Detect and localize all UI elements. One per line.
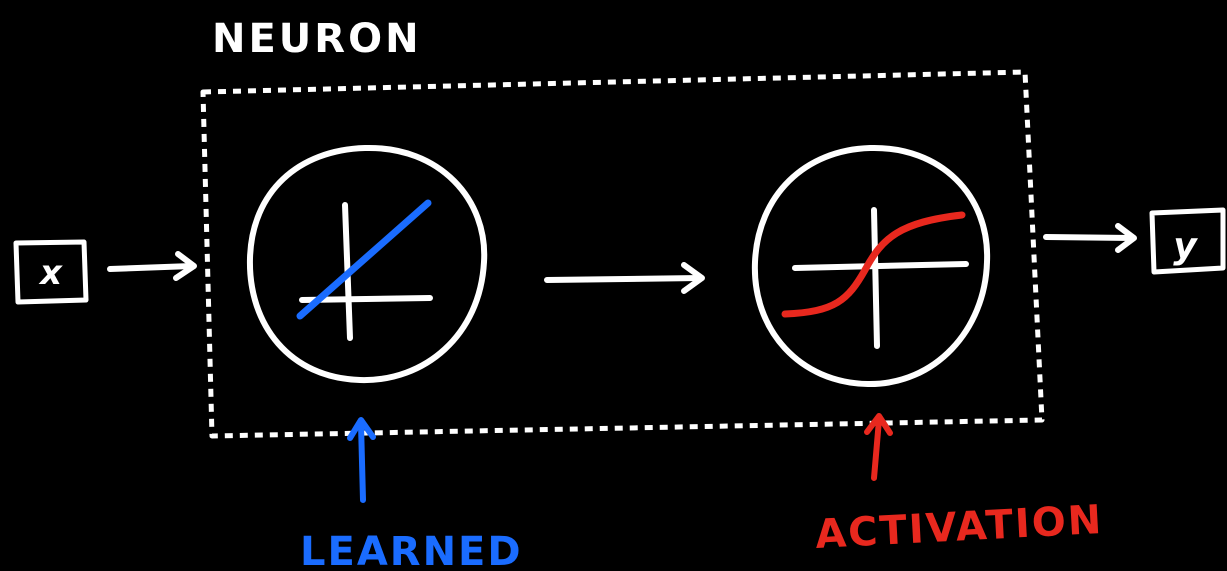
learned-arrow bbox=[358, 421, 366, 503]
activation-node-horizontal-axis bbox=[792, 261, 969, 271]
output-box bbox=[1149, 207, 1226, 275]
activation-node bbox=[751, 144, 991, 388]
sigmoid-curve bbox=[781, 211, 966, 318]
learned-label: LEARNED bbox=[300, 529, 523, 571]
activation-arrowhead bbox=[864, 413, 893, 436]
linear-function-line bbox=[296, 199, 432, 320]
linear-node-circle bbox=[246, 144, 488, 384]
activation-annotation: ACTIVATION bbox=[814, 413, 1104, 558]
arrow-activation-to-output bbox=[1043, 223, 1137, 253]
arrow-input-to-linear bbox=[107, 251, 197, 281]
arrow-linear-to-activation bbox=[544, 262, 705, 294]
neuron-boundary bbox=[200, 69, 1045, 439]
learned-annotation: LEARNED bbox=[300, 417, 523, 571]
output-label: y bbox=[1173, 226, 1198, 267]
diagram-title: NEURON bbox=[212, 16, 422, 62]
activation-node-circle bbox=[751, 144, 991, 388]
learned-arrowhead bbox=[347, 417, 376, 441]
input-box bbox=[13, 239, 89, 305]
activation-label: ACTIVATION bbox=[814, 497, 1104, 558]
activation-arrow bbox=[871, 417, 882, 481]
linear-node bbox=[246, 144, 488, 384]
input-node: x bbox=[13, 239, 89, 305]
output-node: y bbox=[1149, 207, 1226, 275]
activation-node-vertical-axis bbox=[871, 207, 880, 349]
input-label: x bbox=[38, 253, 63, 293]
